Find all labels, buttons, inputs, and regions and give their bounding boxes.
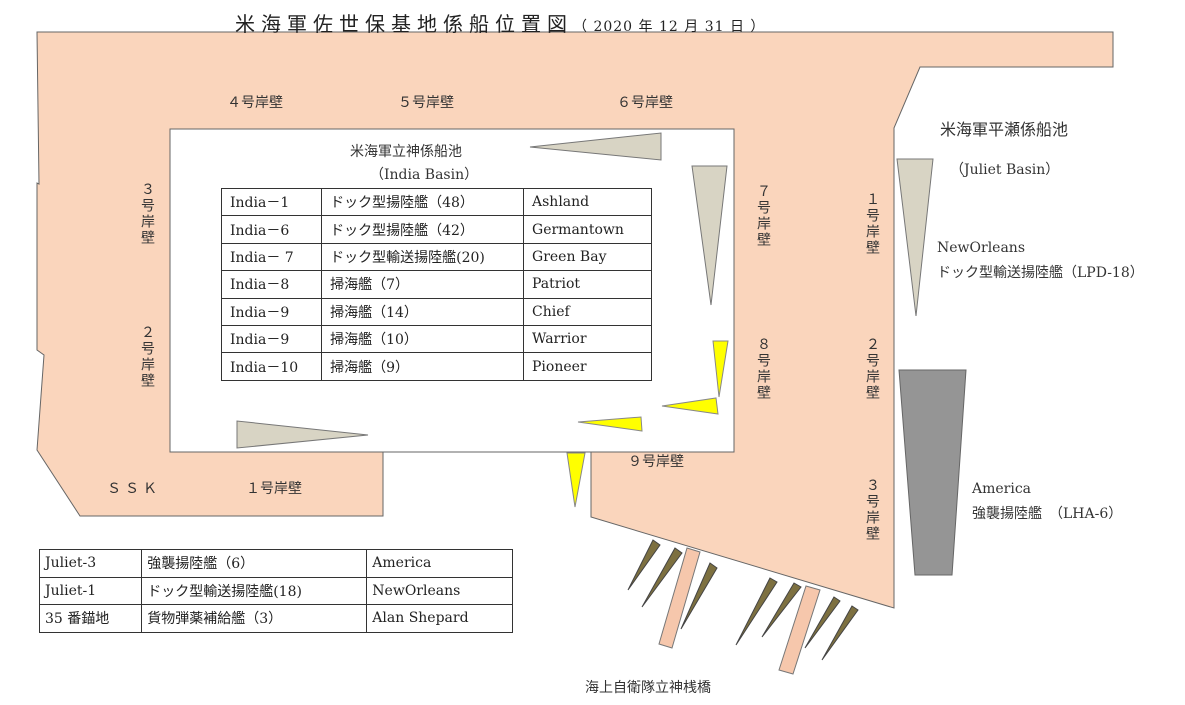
ship-america — [898, 369, 967, 576]
ship-name-cell: America — [366, 549, 513, 578]
label-pier-1: １号岸壁 — [246, 481, 302, 497]
label-pier-8: ８号岸壁 — [755, 337, 771, 401]
ship-yellow-2 — [661, 397, 719, 415]
berth-cell: India－6 — [220, 215, 323, 244]
ship-name-cell: Green Bay — [523, 242, 652, 272]
ship-india-top — [529, 132, 662, 161]
ship-olive-3 — [680, 562, 718, 630]
label-pier-7: ７号岸壁 — [755, 184, 771, 248]
ship-name-cell: NewOrleans — [366, 576, 513, 605]
berth-cell: India－10 — [220, 352, 323, 381]
ship-neworleans — [896, 158, 934, 317]
label-jmsdf-pier: 海上自衛隊立神桟橋 — [585, 680, 711, 696]
ship-type-cell: 掃海艦（14） — [321, 297, 525, 326]
ship-name-cell: Germantown — [523, 215, 652, 244]
label-india-basin-jp: 米海軍立神係船池 — [350, 144, 462, 160]
jmsdf-pier-2 — [778, 585, 821, 675]
ship-name-cell: Chief — [523, 297, 652, 326]
berth-cell: Juliet-1 — [38, 576, 143, 605]
ship-name-cell: Pioneer — [523, 352, 652, 381]
ship-india-right — [691, 165, 728, 306]
berth-cell: Juliet-3 — [38, 549, 143, 578]
label-juliet-basin: （Juliet Basin） — [950, 162, 1060, 178]
ship-type-cell: ドック型揚陸艦（42） — [321, 215, 525, 244]
label-hirase-pier-3: ３号岸壁 — [864, 478, 880, 542]
ship-yellow-3 — [577, 416, 643, 432]
ship-olive-6 — [804, 596, 841, 649]
berth-cell: 35 番錨地 — [38, 604, 143, 633]
table-row: India－9 掃海艦（10） Warrior — [220, 324, 652, 354]
label-pier-4: ４号岸壁 — [227, 95, 283, 111]
ship-india-bottom — [236, 420, 369, 449]
table-row: Juliet-3 強襲揚陸艦（6） America — [38, 549, 513, 578]
table-row: India－10 掃海艦（9） Pioneer — [220, 352, 652, 381]
ship-name-cell: Warrior — [523, 324, 652, 354]
table-row: India－6 ドック型揚陸艦（42） Germantown — [220, 215, 652, 244]
table-row: India－1 ドック型揚陸艦（48） Ashland — [220, 187, 652, 217]
berth-cell: India－ 7 — [220, 242, 323, 272]
ship-type-cell: 掃海艦（9） — [321, 352, 525, 381]
title-main: 米海軍佐世保基地係船位置図 — [235, 12, 573, 36]
berth-cell: India－1 — [220, 187, 323, 217]
label-neworleans-name: NewOrleans — [937, 240, 1025, 256]
ship-olive-1 — [627, 539, 661, 591]
ship-olive-7 — [821, 605, 859, 661]
ship-type-cell: ドック型輸送揚陸艦(18) — [141, 576, 368, 605]
ship-type-cell: ドック型輸送揚陸艦(20) — [321, 242, 525, 272]
jmsdf-pier-1 — [658, 547, 701, 649]
label-neworleans-type: ドック型輸送揚陸艦（LPD-18） — [937, 265, 1144, 281]
ship-olive-5 — [761, 582, 802, 638]
ship-yellow-1 — [712, 340, 729, 398]
label-hirase-pier-1: １号岸壁 — [864, 192, 880, 256]
ship-type-cell: 掃海艦（7） — [321, 270, 525, 299]
berth-cell: India－9 — [220, 297, 323, 326]
label-ssk: ＳＳＫ — [107, 481, 161, 497]
label-hirase-basin: 米海軍平瀬係船池 — [940, 120, 1069, 139]
berth-cell: India－8 — [220, 270, 323, 299]
juliet-basin-table: Juliet-3 強襲揚陸艦（6） America Juliet-1 ドック型輸… — [38, 549, 513, 633]
india-basin-table: India－1 ドック型揚陸艦（48） Ashland India－6 ドック型… — [220, 187, 652, 381]
page-title: 米海軍佐世保基地係船位置図（ 2020 年 12 月 31 日 ） — [235, 8, 765, 37]
ship-name-cell: Alan Shepard — [366, 604, 513, 633]
ship-type-cell: 強襲揚陸艦（6） — [141, 549, 368, 578]
ship-yellow-4 — [566, 452, 586, 508]
label-pier-2-left: ２号岸壁 — [139, 325, 155, 389]
label-america-type: 強襲揚陸艦 （LHA-6） — [972, 506, 1123, 522]
label-pier-6: ６号岸壁 — [617, 95, 673, 111]
ship-olive-4 — [735, 577, 778, 646]
title-date: （ 2020 年 12 月 31 日 ） — [573, 19, 766, 35]
label-pier-3-left: ３号岸壁 — [139, 182, 155, 246]
table-row: 35 番錨地 貨物弾薬補給艦（3） Alan Shepard — [38, 604, 513, 633]
table-row: India－8 掃海艦（7） Patriot — [220, 270, 652, 299]
label-america-name: America — [972, 481, 1032, 497]
ship-name-cell: Patriot — [523, 270, 652, 299]
label-india-basin-en: （India Basin） — [370, 167, 479, 183]
table-row: Juliet-1 ドック型輸送揚陸艦(18) NewOrleans — [38, 576, 513, 605]
label-hirase-pier-2: ２号岸壁 — [864, 337, 880, 401]
table-row: India－9 掃海艦（14） Chief — [220, 297, 652, 326]
label-pier-9: ９号岸壁 — [628, 454, 684, 470]
ship-type-cell: 掃海艦（10） — [321, 324, 525, 354]
label-pier-5: ５号岸壁 — [398, 95, 454, 111]
ship-type-cell: ドック型揚陸艦（48） — [321, 187, 525, 217]
ship-name-cell: Ashland — [523, 187, 652, 217]
ship-olive-2 — [641, 547, 683, 608]
table-row: India－ 7 ドック型輸送揚陸艦(20) Green Bay — [220, 242, 652, 272]
ship-type-cell: 貨物弾薬補給艦（3） — [141, 604, 368, 633]
berth-cell: India－9 — [220, 324, 323, 354]
